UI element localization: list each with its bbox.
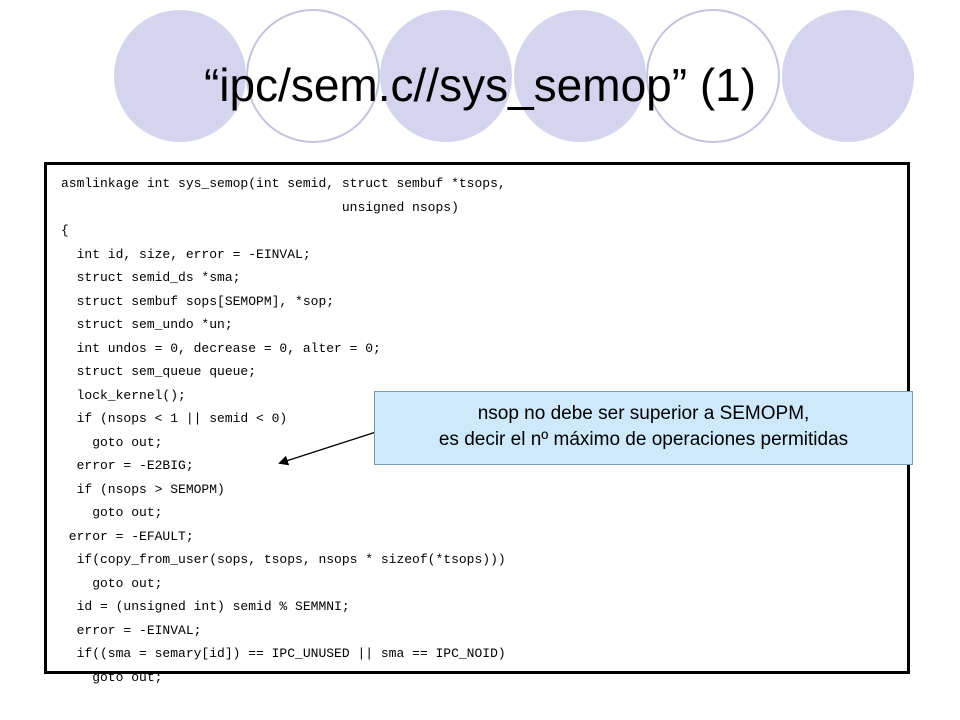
decor-circle-1 — [114, 10, 246, 142]
slide-title: “ipc/sem.c//sys_semop” (1) — [203, 59, 757, 111]
code-line: if((sma = semary[id]) == IPC_UNUSED || s… — [61, 646, 506, 661]
code-line: int undos = 0, decrease = 0, alter = 0; — [61, 340, 381, 356]
decor-circle-6 — [782, 10, 914, 142]
callout-line-1: nsop no debe ser superior a SEMOPM, — [477, 403, 810, 424]
code-line: goto out; — [61, 575, 163, 591]
code-line: goto out; — [61, 434, 163, 450]
code-listing: asmlinkage int sys_semop(int semid, stru… — [44, 162, 910, 685]
decor-circle-5 — [646, 9, 780, 143]
code-line: error = -E2BIG; — [61, 458, 194, 473]
code-line: unsigned nsops) — [61, 199, 459, 215]
code-line: asmlinkage int sys_semop(int semid, stru… — [61, 176, 506, 191]
code-line: struct semid_ds *sma; — [61, 270, 241, 285]
code-line: struct sem_queue queue; — [61, 364, 257, 379]
decor-circle-3 — [380, 10, 512, 142]
decor-circle-4 — [514, 10, 646, 142]
code-line: id = (unsigned int) semid % SEMMNI; — [61, 599, 350, 614]
code-line: { — [61, 223, 69, 238]
code-line: int id, size, error = -EINVAL; — [61, 246, 311, 262]
code-line: if (nsops > SEMOPM) — [61, 481, 225, 497]
code-line: if (nsops < 1 || semid < 0) — [61, 411, 288, 426]
callout-line-2: es decir el nº máximo de operaciones per… — [438, 429, 849, 450]
code-line: struct sem_undo *un; — [61, 317, 233, 332]
code-line: if(copy_from_user(sops, tsops, nsops * s… — [61, 552, 506, 567]
code-line: error = -EFAULT; — [61, 528, 194, 544]
code-line: struct sembuf sops[SEMOPM], *sop; — [61, 293, 335, 309]
code-line: lock_kernel(); — [61, 387, 186, 403]
callout-note: nsop no debe ser superior a SEMOPM, es d… — [374, 391, 913, 465]
decor-circle-2 — [246, 9, 380, 143]
code-line: goto out; — [61, 505, 163, 520]
code-line: error = -EINVAL; — [61, 622, 202, 638]
decorative-circles — [114, 9, 914, 143]
code-line: goto out; — [61, 669, 163, 685]
